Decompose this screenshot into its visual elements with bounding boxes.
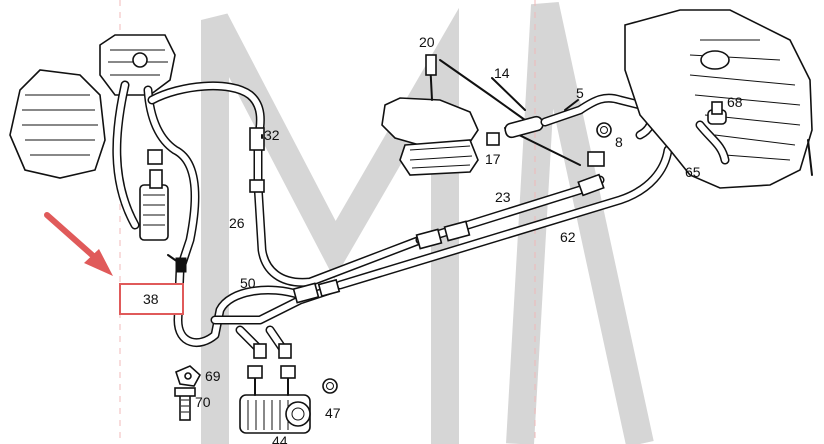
rear-brake-lines <box>210 127 685 325</box>
part-label-62: 62 <box>560 229 576 245</box>
engine-assembly <box>9 34 176 179</box>
part-label-32: 32 <box>264 127 280 143</box>
callout-box <box>119 283 184 315</box>
part-label-23: 23 <box>495 189 511 205</box>
part-label-5: 5 <box>576 85 584 101</box>
part-label-70: 70 <box>195 394 211 410</box>
callout-arrowhead <box>84 249 113 276</box>
part-label-8: 8 <box>615 134 623 150</box>
part-label-47: 47 <box>325 405 341 421</box>
callout-label: 38 <box>143 291 159 307</box>
part-label-17: 17 <box>485 151 501 167</box>
rear-drum <box>624 9 813 189</box>
callout-arrow <box>44 212 103 265</box>
part-labels: 20 14 5 68 8 32 17 65 23 26 62 50 69 70 … <box>195 34 743 444</box>
part-label-44: 44 <box>272 433 288 444</box>
part-label-69: 69 <box>205 368 221 384</box>
small-parts <box>174 325 338 434</box>
part-label-14: 14 <box>494 65 510 81</box>
part-label-50: 50 <box>240 275 256 291</box>
part-label-26: 26 <box>229 215 245 231</box>
callout: 38 <box>44 212 184 315</box>
part-label-68: 68 <box>727 94 743 110</box>
leader-lines <box>167 77 579 263</box>
part-label-65: 65 <box>685 164 701 180</box>
part-label-20: 20 <box>419 34 435 50</box>
